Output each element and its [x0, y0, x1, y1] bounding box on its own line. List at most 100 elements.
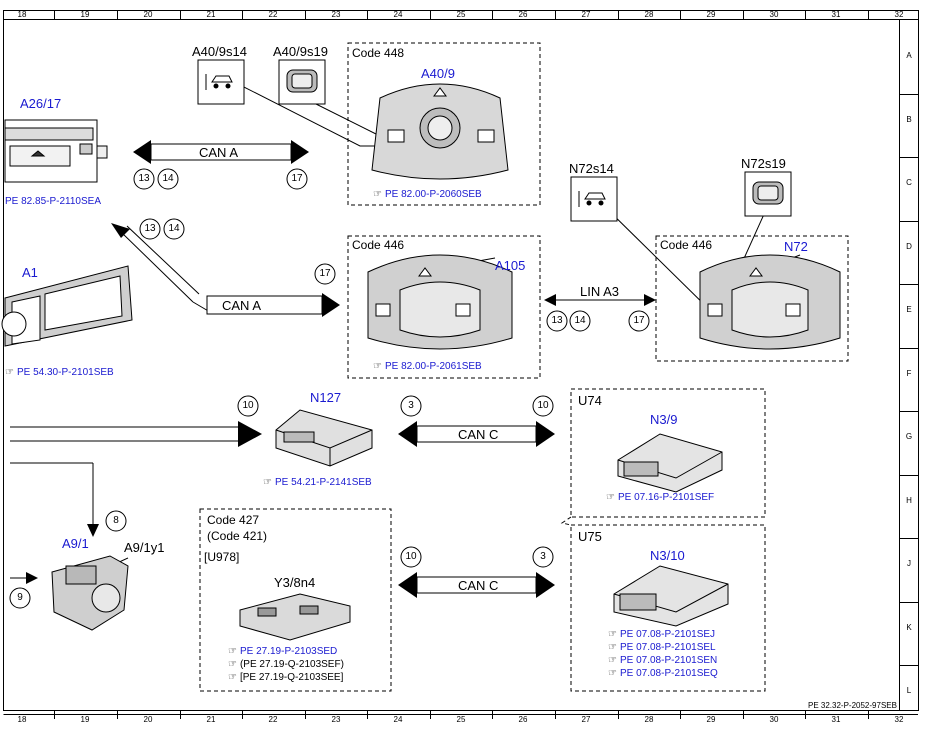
ref-a40-9[interactable]: ☞PE 82.00-P-2060SEB	[373, 189, 482, 200]
pointing-hand-icon: ☞	[608, 655, 617, 666]
label-n72s14: N72s14	[569, 161, 614, 176]
label-n72: N72	[784, 239, 808, 254]
n72s14-switch	[570, 176, 618, 222]
a40-9-console	[371, 83, 509, 180]
grid-column-label: 25	[456, 10, 466, 19]
pointing-hand-icon: ☞	[373, 189, 382, 200]
label-code446-right: Code 446	[660, 238, 713, 252]
ref-y3-8n4-1[interactable]: ☞PE 27.19-P-2103SED	[228, 646, 338, 657]
grid-column-label: 28	[644, 10, 654, 19]
ref-n3-10-2[interactable]: ☞PE 07.08-P-2101SEL	[608, 642, 716, 653]
connector-circle	[628, 310, 650, 332]
connector-c14_diag: 14	[168, 223, 180, 234]
connector-circle	[163, 218, 185, 240]
label-can-a-mid: CAN A	[222, 298, 262, 313]
a9-feed-line	[10, 462, 99, 584]
grid-row-label: H	[906, 495, 912, 505]
pointing-hand-icon: ☞	[228, 672, 237, 683]
grid-column-label: 30	[769, 715, 779, 724]
label-code427: Code 427	[207, 513, 260, 527]
ref-n127[interactable]: ☞PE 54.21-P-2141SEB	[263, 477, 372, 488]
connector-c13_lin: 13	[551, 315, 563, 326]
grid-column-label: 20	[143, 10, 153, 19]
ref-a1[interactable]: ☞PE 54.30-P-2101SEB	[5, 367, 114, 378]
can-a-top-bus	[133, 140, 309, 164]
connector-c8: 8	[113, 515, 119, 526]
grid-column-label: 28	[644, 715, 654, 724]
grid-column-label: 26	[518, 10, 528, 19]
can-a-mid-bus	[111, 223, 340, 317]
connector-circle	[569, 310, 591, 332]
a1-unit	[1, 265, 133, 347]
connector-circle	[157, 168, 179, 190]
label-code448: Code 448	[352, 46, 405, 60]
grid-column-label: 18	[17, 10, 27, 19]
connector-c13_diag: 13	[144, 223, 156, 234]
grid-column-label: 20	[143, 715, 153, 724]
ref-n3-9[interactable]: ☞PE 07.16-P-2101SEF	[606, 492, 715, 503]
grid-row-label: J	[907, 559, 911, 568]
connector-circle	[133, 168, 155, 190]
grid-column-label: 18	[17, 715, 27, 724]
grid-column-label: 27	[581, 715, 591, 724]
ref-n3-10-4[interactable]: ☞PE 07.08-P-2101SEQ	[608, 668, 718, 679]
grid-column-label: 27	[581, 10, 591, 19]
ref-a105[interactable]: ☞PE 82.00-P-2061SEB	[373, 361, 482, 372]
connector-circle	[105, 510, 127, 532]
n127-input-bus	[10, 421, 262, 447]
grid-column-label: 22	[268, 715, 278, 724]
connector-circle	[400, 395, 422, 417]
label-y3-8n4: Y3/8n4	[274, 575, 316, 590]
pointing-hand-icon: ☞	[5, 367, 14, 378]
ref-n3-10-3[interactable]: ☞PE 07.08-P-2101SEN	[608, 655, 718, 666]
connector-c13_top: 13	[138, 173, 150, 184]
grid-column-label: 22	[268, 10, 278, 19]
connector-circle	[546, 310, 568, 332]
footer-reference: PE 32.32-P-2052-97SEB	[808, 701, 897, 710]
grid-row-label: L	[906, 686, 912, 695]
pointing-hand-icon: ☞	[606, 492, 615, 503]
pointing-hand-icon: ☞	[608, 642, 617, 653]
grid-column-label: 31	[831, 10, 841, 19]
a105-console	[367, 254, 513, 350]
grid-row-label: G	[905, 432, 913, 441]
ref-y3-8n4-3[interactable]: ☞[PE 27.19-Q-2103SEE]	[228, 672, 344, 683]
label-n3-10: N3/10	[650, 548, 685, 563]
label-n3-9: N3/9	[650, 412, 678, 427]
grid-column-label: 32	[894, 715, 904, 724]
n3-10-ecu	[613, 565, 729, 627]
grid-column-label: 29	[706, 10, 716, 19]
grid-column-label: 23	[331, 715, 341, 724]
a40-9s19-switch	[278, 59, 326, 105]
can-c-top-bus	[398, 421, 555, 447]
connector-circle	[532, 546, 554, 568]
label-n127: N127	[310, 390, 342, 405]
label-code421: (Code 421)	[207, 529, 268, 543]
label-lin-a3: LIN A3	[580, 284, 620, 299]
connector-c14_top: 14	[162, 173, 174, 184]
ref-a26-17[interactable]: PE 82.85-P-2110SEA	[5, 196, 101, 207]
grid-column-label: 21	[206, 10, 216, 19]
grid-column-label: 19	[80, 715, 90, 724]
grid-column-label: 32	[894, 10, 904, 19]
connector-c17_mid: 17	[319, 268, 331, 279]
connector-circle	[9, 587, 31, 609]
grid-column-label: 23	[331, 10, 341, 19]
grid-row-label: E	[906, 305, 912, 314]
a26-17-unit	[4, 119, 108, 183]
label-a40-9s14: A40/9s14	[192, 44, 247, 59]
label-can-a-top: CAN A	[199, 145, 239, 160]
connector-circle	[139, 218, 161, 240]
connector-c14_lin: 14	[574, 315, 586, 326]
label-a9-1y1: A9/1y1	[124, 540, 165, 555]
n72-console	[699, 254, 841, 350]
label-code446-mid: Code 446	[352, 238, 405, 252]
grid-column-label: 29	[706, 715, 716, 724]
ref-n3-10-1[interactable]: ☞PE 07.08-P-2101SEJ	[608, 629, 716, 640]
label-a40-9: A40/9	[421, 66, 455, 81]
ref-y3-8n4-2[interactable]: ☞(PE 27.19-Q-2103SEF)	[228, 659, 344, 670]
label-a105: A105	[495, 258, 526, 273]
connector-circle	[237, 395, 259, 417]
grid-row-label: D	[906, 241, 912, 251]
